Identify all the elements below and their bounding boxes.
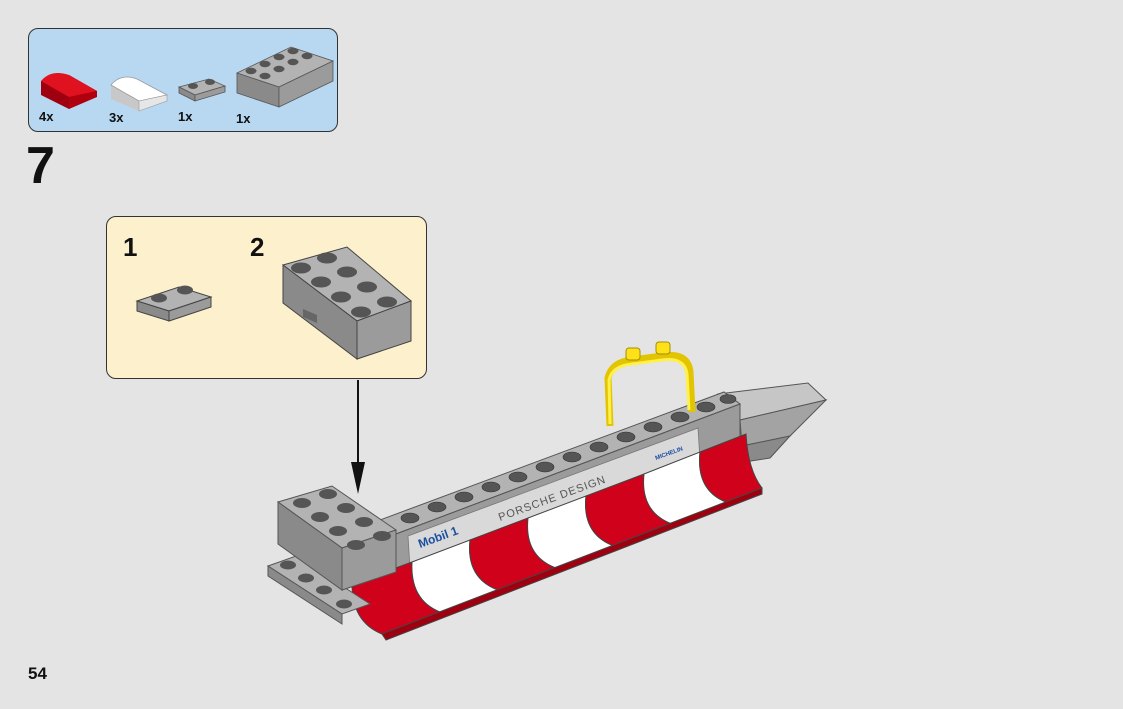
yellow-handle-highlight [609, 360, 689, 424]
white-curved-slope-icon [111, 77, 167, 111]
red-white-curb [352, 434, 762, 640]
substep-panel: 1 2 [106, 216, 427, 379]
red-slope-qty: 4x [39, 109, 53, 124]
handle-clip-left [626, 348, 640, 360]
left-base-plate [268, 556, 370, 624]
beam-sticker [408, 428, 700, 568]
substep-plate-icon [137, 286, 211, 322]
beam-studs [401, 395, 736, 524]
handle-clip-right [656, 342, 670, 354]
parts-list-panel: 4x 3x 1x 1x [28, 28, 338, 132]
left-brick [278, 486, 396, 590]
white-slope-qty: 3x [109, 110, 123, 125]
sticker-porsche-design: PORSCHE DESIGN [497, 474, 608, 524]
step-number: 7 [26, 140, 55, 192]
page-number: 54 [28, 664, 47, 684]
substep-illustration [107, 217, 428, 380]
gray-plate-qty: 1x [178, 109, 192, 124]
gray-brick-qty: 1x [236, 111, 250, 126]
substep-brick-icon [283, 247, 411, 359]
sticker-mobil: Mobil 1 [416, 523, 460, 550]
nose-wedge [718, 383, 826, 462]
gray-beam [380, 392, 740, 574]
red-curved-slope-icon [41, 73, 97, 109]
sticker-michelin: MICHELIN [655, 446, 684, 462]
yellow-handle [608, 355, 692, 426]
gray-brick-icon [237, 47, 333, 107]
gray-plate-icon [179, 79, 225, 101]
placement-arrow-icon [351, 380, 365, 494]
